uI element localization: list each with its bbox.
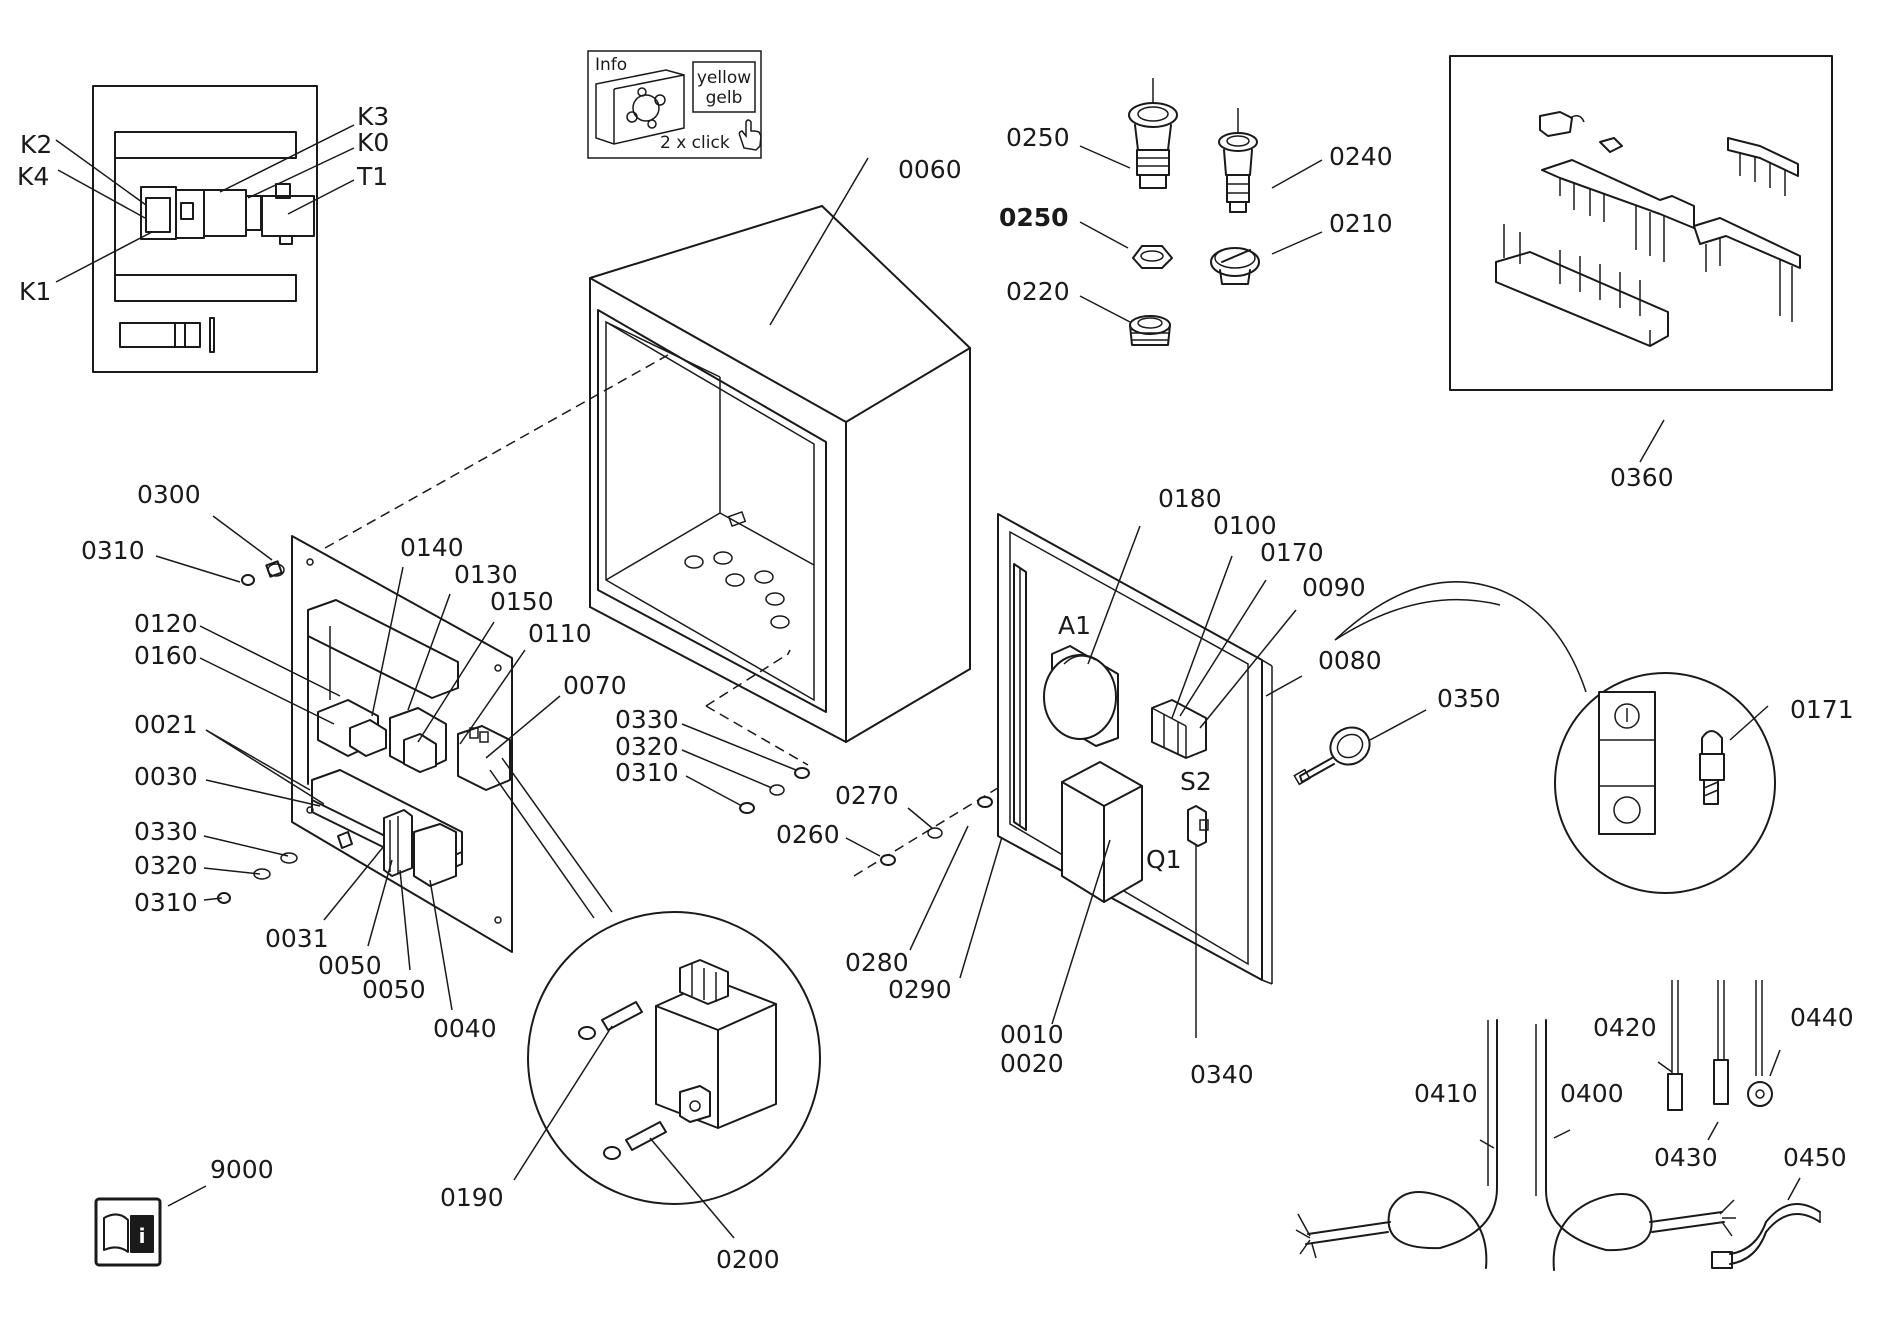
label-0310-top: 0310 bbox=[81, 536, 145, 565]
label-s2: S2 bbox=[1180, 767, 1212, 796]
label-0240: 0240 bbox=[1329, 142, 1393, 171]
label-0350: 0350 bbox=[1437, 684, 1501, 713]
label-9000: 9000 bbox=[210, 1155, 274, 1184]
label-k2: K2 bbox=[20, 130, 52, 159]
manual-info-icon[interactable]: i 9000 bbox=[94, 1155, 274, 1267]
label-0320-center: 0320 bbox=[615, 732, 679, 761]
label-0050-a: 0050 bbox=[318, 951, 382, 980]
detail-circle-button-0171: 0171 bbox=[1334, 581, 1854, 894]
label-0280: 0280 bbox=[845, 948, 909, 977]
label-0180: 0180 bbox=[1158, 484, 1222, 513]
label-0290: 0290 bbox=[888, 975, 952, 1004]
label-0090: 0090 bbox=[1302, 573, 1366, 602]
label-0250-nut: 0250 bbox=[999, 203, 1069, 232]
label-0050-b: 0050 bbox=[362, 975, 426, 1004]
info-action-text: 2 x click bbox=[660, 133, 730, 153]
label-0430: 0430 bbox=[1654, 1143, 1718, 1172]
label-0010: 0010 bbox=[1000, 1020, 1064, 1049]
label-0150: 0150 bbox=[490, 587, 554, 616]
label-0130: 0130 bbox=[454, 560, 518, 589]
label-0450: 0450 bbox=[1783, 1143, 1847, 1172]
label-k0: K0 bbox=[357, 128, 389, 157]
label-0171: 0171 bbox=[1790, 695, 1854, 724]
wiring-accessories: 0420 0440 0410 0400 0430 0450 bbox=[1295, 980, 1854, 1271]
label-0250-gland: 0250 bbox=[1006, 123, 1070, 152]
label-0070: 0070 bbox=[563, 671, 627, 700]
svg-text:i: i bbox=[139, 1224, 146, 1248]
terminal-bridges-inset-0360: 0360 bbox=[1449, 55, 1833, 492]
label-0110: 0110 bbox=[528, 619, 592, 648]
mounting-plate-assembly: 0300 0310 0140 0130 0150 0110 0120 0160 … bbox=[81, 480, 627, 1043]
label-0040: 0040 bbox=[433, 1014, 497, 1043]
label-0200: 0200 bbox=[716, 1245, 780, 1274]
label-0140: 0140 bbox=[400, 533, 464, 562]
cable-glands-group: 0250 0240 0250 0210 0220 bbox=[999, 78, 1393, 346]
label-0220: 0220 bbox=[1006, 277, 1070, 306]
center-hardware: 0330 0320 0310 0270 0260 0280 0290 bbox=[615, 705, 1011, 1004]
label-0300: 0300 bbox=[137, 480, 201, 509]
info-color-de: gelb bbox=[706, 88, 743, 108]
label-0120: 0120 bbox=[134, 609, 198, 638]
label-a1: A1 bbox=[1058, 611, 1091, 640]
label-k4: K4 bbox=[17, 162, 49, 191]
detail-circle-transformer: 0190 0200 bbox=[440, 757, 821, 1274]
label-0360: 0360 bbox=[1610, 463, 1674, 492]
label-0260: 0260 bbox=[776, 820, 840, 849]
label-q1: Q1 bbox=[1146, 845, 1182, 874]
label-0310-center: 0310 bbox=[615, 758, 679, 787]
label-0080: 0080 bbox=[1318, 646, 1382, 675]
label-0330-center: 0330 bbox=[615, 705, 679, 734]
label-0100: 0100 bbox=[1213, 511, 1277, 540]
label-k3: K3 bbox=[357, 102, 389, 131]
info-color-en: yellow bbox=[697, 68, 751, 88]
label-0400: 0400 bbox=[1560, 1079, 1624, 1108]
hand-pointer-icon bbox=[738, 119, 762, 151]
label-0021: 0021 bbox=[134, 710, 198, 739]
label-0190: 0190 bbox=[440, 1183, 504, 1212]
housing-0060: 0060 bbox=[589, 155, 971, 743]
component-layout-inset: K2 K4 K3 K0 T1 K1 bbox=[17, 85, 389, 373]
label-0410: 0410 bbox=[1414, 1079, 1478, 1108]
info-box[interactable]: Info yellow gelb 2 x click bbox=[587, 50, 762, 159]
key-0350: 0350 bbox=[1293, 684, 1501, 786]
label-0170: 0170 bbox=[1260, 538, 1324, 567]
label-0270: 0270 bbox=[835, 781, 899, 810]
label-k1: K1 bbox=[19, 277, 51, 306]
door-0080: A1 S2 Q1 0180 0100 0170 0090 0080 0010 0… bbox=[997, 484, 1382, 1089]
info-title: Info bbox=[595, 55, 627, 75]
label-0210: 0210 bbox=[1329, 209, 1393, 238]
label-0160: 0160 bbox=[134, 641, 198, 670]
label-0030: 0030 bbox=[134, 762, 198, 791]
label-0031: 0031 bbox=[265, 924, 329, 953]
label-0330-left: 0330 bbox=[134, 817, 198, 846]
label-t1: T1 bbox=[356, 162, 388, 191]
label-0020: 0020 bbox=[1000, 1049, 1064, 1078]
label-0420: 0420 bbox=[1593, 1013, 1657, 1042]
label-0440: 0440 bbox=[1790, 1003, 1854, 1032]
label-0320-left: 0320 bbox=[134, 851, 198, 880]
label-0310-left: 0310 bbox=[134, 888, 198, 917]
label-0060: 0060 bbox=[898, 155, 962, 184]
label-0340: 0340 bbox=[1190, 1060, 1254, 1089]
